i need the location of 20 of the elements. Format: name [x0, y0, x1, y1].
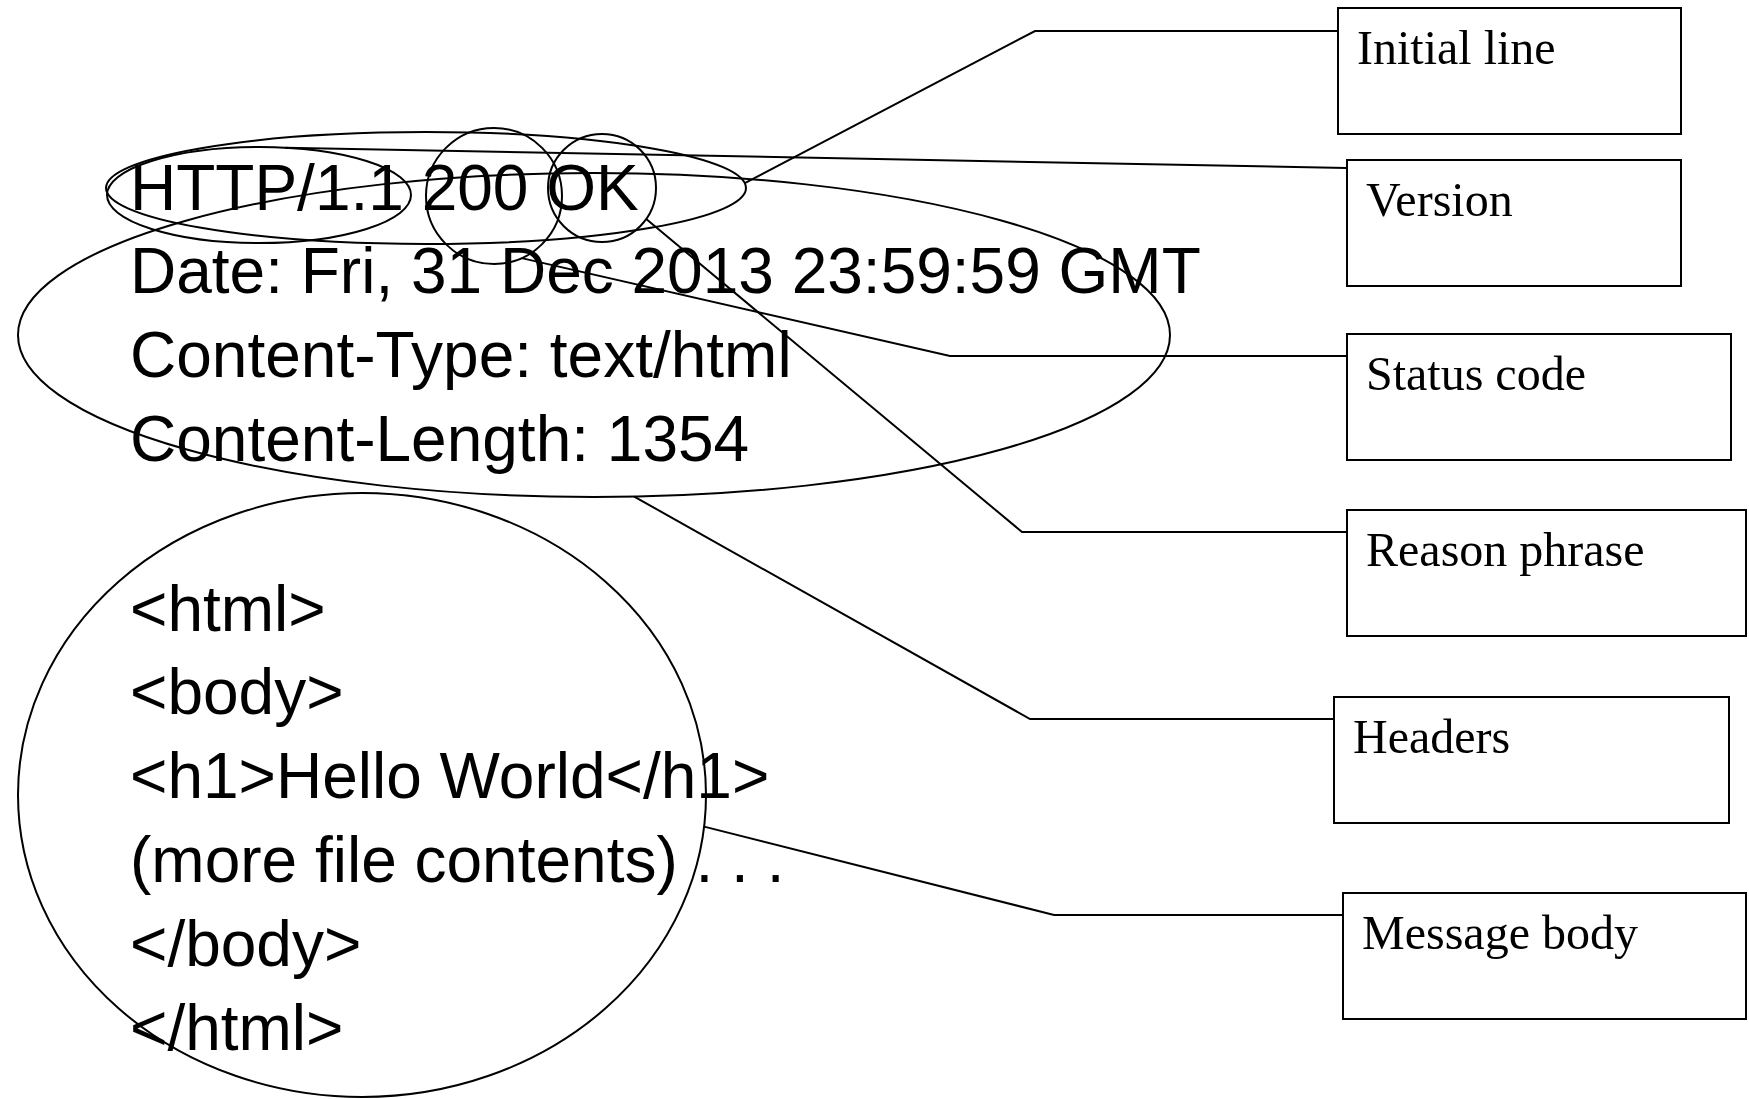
code-line: <html> [130, 573, 326, 647]
callout-label: Message body [1342, 892, 1747, 1020]
leader-line [284, 146, 1347, 169]
leader-line [633, 495, 1334, 720]
callout-label: Headers [1333, 696, 1730, 824]
ellipse-outline [104, 130, 748, 246]
code-line: Content-Type: text/html [130, 319, 792, 393]
leader-line [520, 257, 1347, 357]
callout-label: Reason phrase [1346, 509, 1747, 637]
code-line: </body> [130, 908, 362, 982]
code-line: <body> [130, 656, 344, 730]
leader-line [743, 30, 1338, 185]
code-line: </html> [130, 992, 344, 1066]
code-line: Content-Length: 1354 [130, 403, 750, 477]
callout-label: Initial line [1337, 7, 1682, 135]
leader-line [645, 218, 1347, 533]
code-line: (more file contents) . . . [130, 824, 785, 898]
callout-label: Status code [1346, 333, 1732, 461]
leader-line [703, 825, 1343, 916]
callout-label: Version [1346, 159, 1682, 287]
